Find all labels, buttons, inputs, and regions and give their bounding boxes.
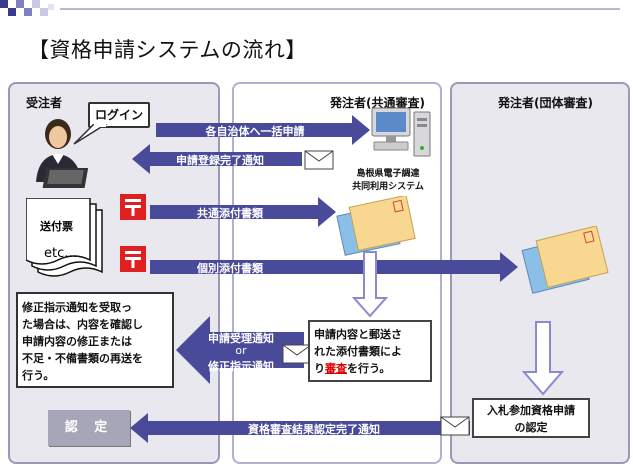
- review-line2: れた添付書類によ: [314, 345, 402, 358]
- correction-line: 行う。: [22, 369, 55, 382]
- correction-line: 修正指示通知を受取っ: [22, 301, 132, 314]
- bid-line1: 入札参加資格申請: [487, 404, 575, 417]
- arrow-down-certify: [521, 321, 565, 396]
- arrow-label-receipt-or: or: [235, 344, 247, 357]
- envelope-icon: [282, 344, 312, 364]
- arrow-receipt-notice: [176, 316, 304, 384]
- bid-qualification-box: 入札参加資格申請 の認定: [472, 398, 590, 438]
- correction-line: 申請内容の修正または: [22, 335, 132, 348]
- arrow-label-registration-done: 申請登録完了通知: [176, 154, 264, 167]
- page-title: 【資格申請システムの流れ】: [28, 38, 307, 62]
- system-name-line1: 島根県電子調達: [356, 169, 420, 179]
- envelope-icon: [440, 416, 470, 436]
- lane-group-review-label: 発注者(団体審査): [498, 96, 593, 110]
- system-name-line2: 共同利用システム: [352, 182, 424, 192]
- arrow-common-docs: [150, 197, 336, 227]
- postmark-icon: [120, 246, 146, 272]
- review-box: 申請内容と郵送さ れた添付書類によ り審査を行う。: [308, 320, 432, 382]
- arrow-label-common-docs: 共通添付書類: [197, 207, 263, 220]
- arrow-certified-done: [130, 413, 470, 443]
- review-line3-pre: り: [314, 362, 325, 375]
- arrow-label-certified-done: 資格審査結果認定完了通知: [248, 423, 380, 436]
- computer-system-icon: [371, 107, 431, 157]
- arrow-down-review: [351, 251, 389, 318]
- person-at-laptop-icon: [36, 119, 89, 188]
- arrow-individual-docs: [150, 252, 518, 282]
- correction-line: た場合は、内容を確認し: [22, 318, 143, 331]
- postmark-icon: [120, 194, 146, 220]
- documents-line1: 送付票: [40, 220, 73, 233]
- arrow-registration-done: [132, 144, 302, 174]
- lane-contractor-label: 受注者: [26, 96, 63, 110]
- lane-common-review-label: 発注者(共通審査): [330, 96, 425, 110]
- bid-line2: の認定: [514, 421, 548, 434]
- review-line3: り審査を行う。: [314, 360, 426, 377]
- review-line3-post: を行う。: [347, 362, 391, 375]
- certified-button: 認 定: [48, 410, 130, 446]
- correction-line: 不足・不備書類の再送を: [22, 352, 143, 365]
- mail-stack-icon: [521, 226, 609, 294]
- login-box: ログイン: [88, 102, 150, 128]
- envelope-icon: [304, 150, 334, 170]
- review-highlight: 審査: [325, 362, 347, 375]
- arrow-label-individual-docs: 個別添付書類: [197, 262, 263, 275]
- arrow-bulk-apply: [156, 115, 370, 145]
- arrow-label-bulk-apply: 各自治体へ一括申請: [205, 125, 305, 138]
- mail-stack-icon: [336, 196, 416, 256]
- documents-stack-icon: [26, 198, 103, 277]
- header-decoration: [0, 0, 620, 16]
- arrow-label-receipt-line2: 修正指示通知: [208, 360, 274, 373]
- correction-instruction-box: 修正指示通知を受取っ た場合は、内容を確認し 申請内容の修正または 不足・不備書…: [16, 292, 174, 388]
- review-line1: 申請内容と郵送さ: [314, 328, 402, 341]
- documents-line2: etc…: [44, 246, 78, 261]
- arrow-label-receipt-line1: 申請受理通知: [208, 332, 274, 345]
- login-callout-tail: [73, 124, 108, 145]
